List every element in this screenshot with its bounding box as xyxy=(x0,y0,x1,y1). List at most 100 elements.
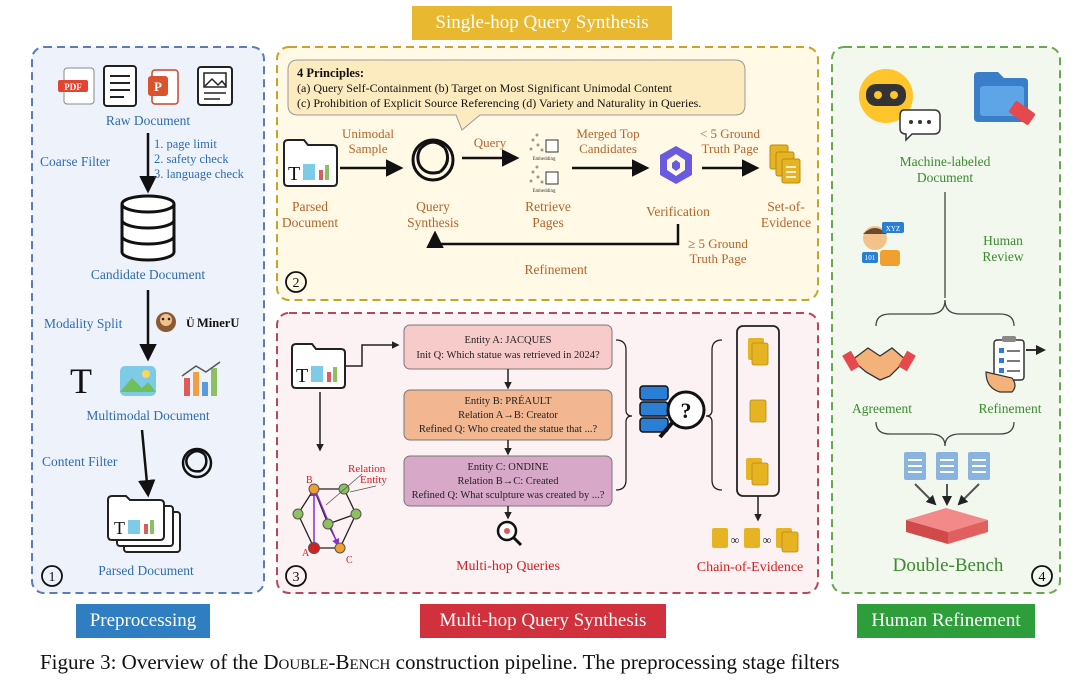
merged-documents-icon xyxy=(904,452,990,506)
ge5-label-a: ≥ 5 Ground xyxy=(688,236,748,251)
human-refinement-title: Human Refinement xyxy=(857,604,1035,638)
multi-hop-panel xyxy=(276,312,819,594)
svg-text:∞: ∞ xyxy=(731,533,740,547)
evidence-doc-1-icon xyxy=(748,338,769,366)
refinement-label-2: Refinement xyxy=(525,262,588,277)
entity-b-line-1: Entity B: PRÉAULT xyxy=(464,395,552,407)
text-document-icon xyxy=(103,65,137,107)
raw-document-label: Raw Document xyxy=(106,113,191,128)
node-a-label: A xyxy=(302,548,310,559)
node-b-label: B xyxy=(306,475,313,486)
lt5-label-b: Truth Page xyxy=(702,141,759,156)
panel-number-1: 1 xyxy=(49,570,56,585)
folder-tag-icon xyxy=(974,72,1036,125)
question-server-icon: ? xyxy=(639,385,706,439)
parsed-document-folder-icon: T xyxy=(283,139,338,187)
entity-a-box xyxy=(403,324,613,370)
human-reviewer-icon: XYZ 101 xyxy=(862,222,904,266)
chain-of-evidence-label: Chain-of-Evidence xyxy=(697,560,804,575)
set-of-evidence-label-b: Evidence xyxy=(761,215,811,230)
filter-item-1: 1. page limit xyxy=(154,137,217,151)
panel-number-3: 3 xyxy=(293,570,300,585)
human-refinement-panel xyxy=(831,46,1061,594)
human-review-label-b: Review xyxy=(982,249,1023,264)
embedding-icon-1: Embedding xyxy=(529,133,559,162)
parsed-document-label-2b: Document xyxy=(282,215,338,230)
merged-top-label-b: Candidates xyxy=(579,141,637,156)
multi-hop-folder-icon: T xyxy=(291,343,346,389)
principles-callout xyxy=(287,59,746,131)
evidence-documents-icon xyxy=(769,144,801,184)
svg-text:P: P xyxy=(154,79,162,94)
parsed-document-stack-icon: T xyxy=(107,495,181,553)
multi-hop-queries-label: Multi-hop Queries xyxy=(456,559,560,574)
clipboard-checklist-icon xyxy=(985,336,1046,393)
panel-number-4: 4 xyxy=(1039,570,1046,585)
preprocessing-title: Preprocessing xyxy=(76,604,210,638)
xyz-text: XYZ xyxy=(886,225,900,233)
handshake-icon xyxy=(842,347,916,381)
filter-item-2: 2. safety check xyxy=(154,152,229,166)
verification-label: Verification xyxy=(646,204,710,219)
retrieve-pages-label-a: Retrieve xyxy=(525,199,571,214)
code-text: 101 xyxy=(865,254,876,262)
entity-a-line-1: Entity A: JACQUES xyxy=(465,335,552,346)
svg-text:?: ? xyxy=(681,398,692,423)
machine-labeled-label-a: Machine-labeled xyxy=(900,154,991,169)
set-of-evidence-label-a: Set-of- xyxy=(767,199,805,214)
svg-text:T: T xyxy=(288,163,300,185)
openai-icon-query-synthesis xyxy=(411,138,455,182)
embedding-icon-2: Embedding xyxy=(529,165,559,194)
openai-icon-preprocessing xyxy=(181,447,213,479)
coarse-filter-label: Coarse Filter xyxy=(40,154,111,169)
magnifier-icon xyxy=(496,520,523,547)
machine-labeled-label-b: Document xyxy=(917,170,973,185)
refinement-label-4: Refinement xyxy=(979,401,1042,416)
entity-label: Entity xyxy=(360,474,387,486)
query-synthesis-label-a: Query xyxy=(416,199,450,214)
svg-text:T: T xyxy=(114,518,125,538)
svg-text:∞: ∞ xyxy=(763,533,772,547)
unimodal-label-b: Sample xyxy=(349,141,388,156)
mineru-icon: Ü xyxy=(186,316,195,330)
evidence-doc-3-icon xyxy=(746,458,769,486)
parsed-document-label: Parsed Document xyxy=(98,563,194,578)
single-hop-title: Single-hop Query Synthesis xyxy=(412,6,672,40)
verification-model-icon xyxy=(660,146,692,184)
candidate-document-label: Candidate Document xyxy=(91,267,206,282)
powerpoint-icon: P xyxy=(148,69,179,105)
mineru-label: MinerU xyxy=(197,316,239,330)
robot-icon xyxy=(859,69,941,142)
entity-a-line-2: Init Q: Which statue was retrieved in 20… xyxy=(416,350,600,361)
query-synthesis-label-b: Synthesis xyxy=(407,215,459,230)
multimodal-document-label: Multimodal Document xyxy=(86,408,210,423)
modality-split-label: Modality Split xyxy=(44,316,123,331)
agreement-label: Agreement xyxy=(852,401,912,416)
merged-top-label-a: Merged Top xyxy=(576,126,639,141)
entity-c-line-1: Entity C: ONDINE xyxy=(467,462,548,473)
text-modality-icon: T xyxy=(70,361,92,401)
principles-line-1: (a) Query Self-Containment (b) Target on… xyxy=(297,81,673,95)
multi-hop-title: Multi-hop Query Synthesis xyxy=(420,604,666,638)
relation-label: Relation xyxy=(348,463,386,475)
retrieve-pages-label-b: Pages xyxy=(532,215,564,230)
content-filter-label: Content Filter xyxy=(42,454,118,469)
entity-c-line-3: Refined Q: What sculpture was created by… xyxy=(412,490,605,501)
pipeline-diagram: PDF P Raw Document Coarse Filter 1. page… xyxy=(31,46,1061,594)
refinement-loop-arrow xyxy=(426,224,680,248)
entity-b-line-3: Refined Q: Who created the statue that .… xyxy=(419,424,598,435)
chart-modality-icon xyxy=(181,361,221,396)
entity-c-line-2: Relation B→C: Created xyxy=(458,476,560,487)
embedding-label-2: Embedding xyxy=(532,189,556,194)
parsed-document-label-2a: Parsed xyxy=(292,199,328,214)
database-icon xyxy=(120,194,176,262)
panel-number-2: 2 xyxy=(293,276,300,291)
caption-prefix: Figure 3: Overview of the xyxy=(40,650,264,674)
pdf-icon: PDF xyxy=(58,67,95,105)
query-label: Query xyxy=(474,135,507,150)
benchmark-platform-icon xyxy=(906,508,988,544)
principles-title: 4 Principles: xyxy=(297,66,364,80)
caption-suffix: construction pipeline. The preprocessing… xyxy=(390,650,840,674)
filter-item-3: 3. language check xyxy=(154,167,245,181)
principles-line-2: (c) Prohibition of Explicit Source Refer… xyxy=(297,96,701,110)
